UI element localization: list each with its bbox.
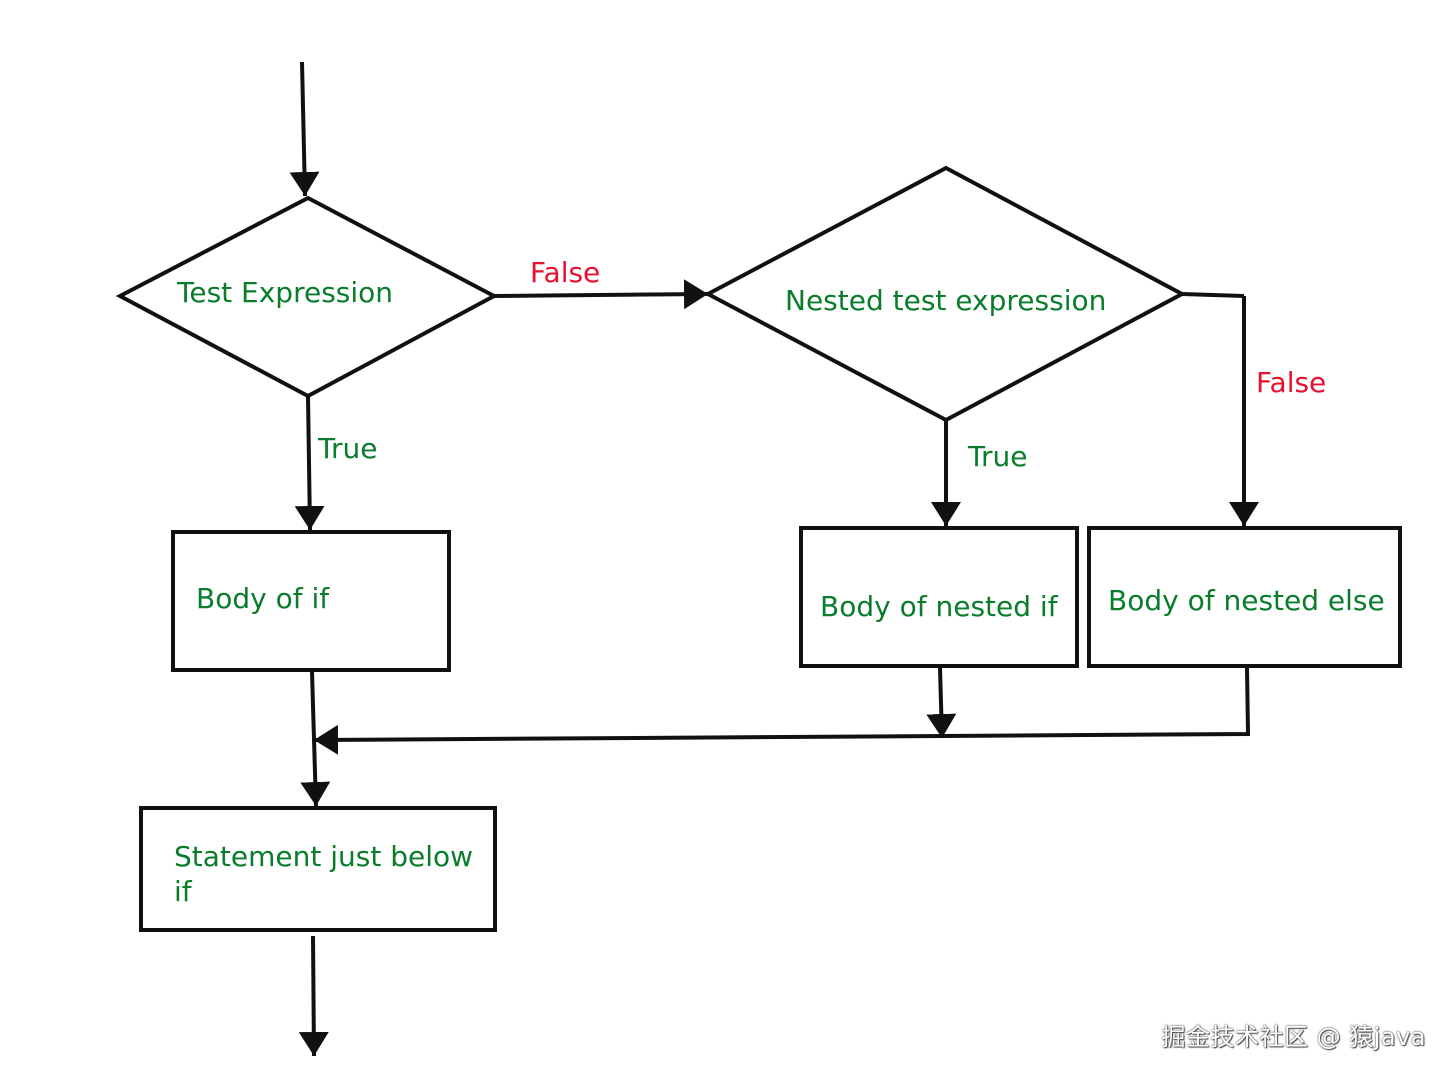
nested-else-return-line <box>941 667 1251 738</box>
statement-below-if-label-line2: if <box>174 875 193 908</box>
nested-true-label: True <box>967 440 1027 473</box>
body-of-nested-if-label: Body of nested if <box>820 590 1059 623</box>
watermark: 掘金技术社区 @ 猿java <box>1161 1023 1426 1051</box>
statement-below-if-box <box>139 806 497 932</box>
body-of-nested-if-box <box>799 526 1079 668</box>
body-of-nested-else-box <box>1087 526 1402 668</box>
nested-test-label: Nested test expression <box>785 284 1106 317</box>
test-true-label: True <box>317 432 377 465</box>
body-of-nested-else-label: Body of nested else <box>1108 584 1385 617</box>
test-false-label: False <box>530 256 600 289</box>
entry-arrow <box>289 61 320 197</box>
nested-if-down-arrow <box>926 667 957 739</box>
merge-arrow <box>313 724 943 755</box>
body-of-if-box <box>171 530 451 672</box>
nested-false-label: False <box>1256 366 1326 399</box>
test-true-arrow <box>294 395 325 531</box>
nested-false-line <box>1181 292 1245 298</box>
statement-below-if-label-line1: Statement just below <box>174 840 473 873</box>
false-arrow <box>493 279 709 310</box>
test-expression-label: Test Expression <box>176 276 393 309</box>
body-if-down-arrow <box>300 671 331 807</box>
body-of-if-label: Body of if <box>196 582 330 615</box>
exit-arrow <box>298 935 329 1057</box>
